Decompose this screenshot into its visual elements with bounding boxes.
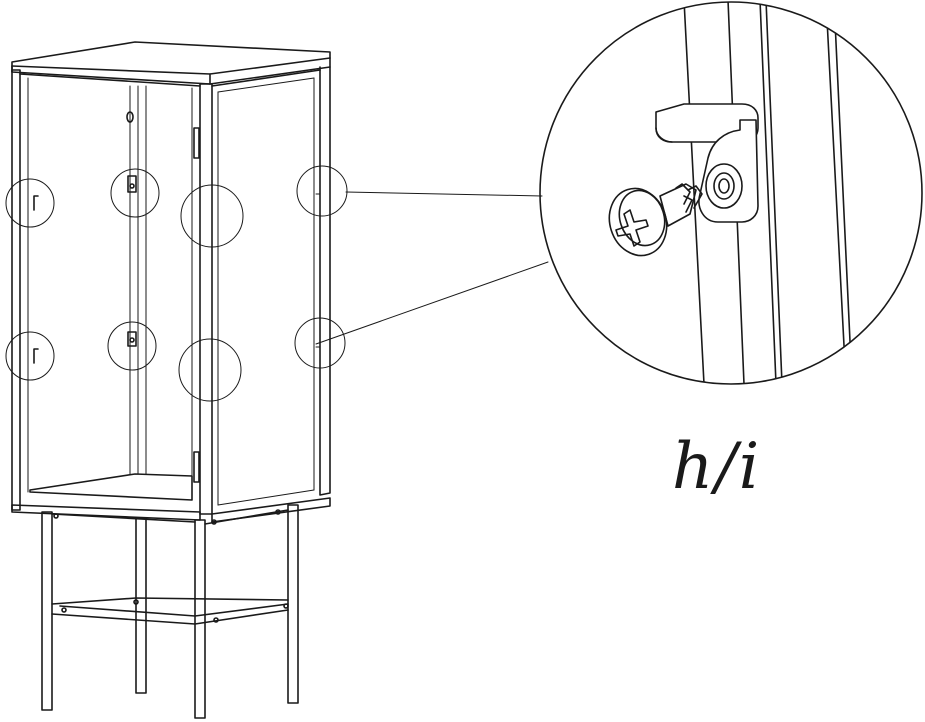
cabinet-frame [11, 66, 331, 515]
stand-legs [41, 504, 299, 719]
screw [608, 183, 703, 257]
callout-circle [5, 178, 55, 228]
leader-line [345, 191, 543, 197]
callout-circle [296, 165, 348, 217]
cabinet-top [11, 41, 331, 85]
callout-circle [110, 168, 160, 218]
callout-circle [294, 317, 346, 369]
shelf [29, 473, 193, 501]
step-label: h/i [672, 430, 762, 504]
callout-circle [178, 338, 242, 402]
callout-circle [5, 331, 55, 381]
callout-circle [180, 184, 244, 248]
cabinet [11, 41, 331, 523]
hinge-bracket [655, 103, 759, 223]
magnified-detail [539, 1, 923, 385]
leader-line [315, 261, 549, 345]
hinge-bottom [193, 451, 200, 483]
callout-circles [5, 165, 348, 402]
callout-circle [107, 321, 157, 371]
hinge-top [193, 127, 200, 159]
